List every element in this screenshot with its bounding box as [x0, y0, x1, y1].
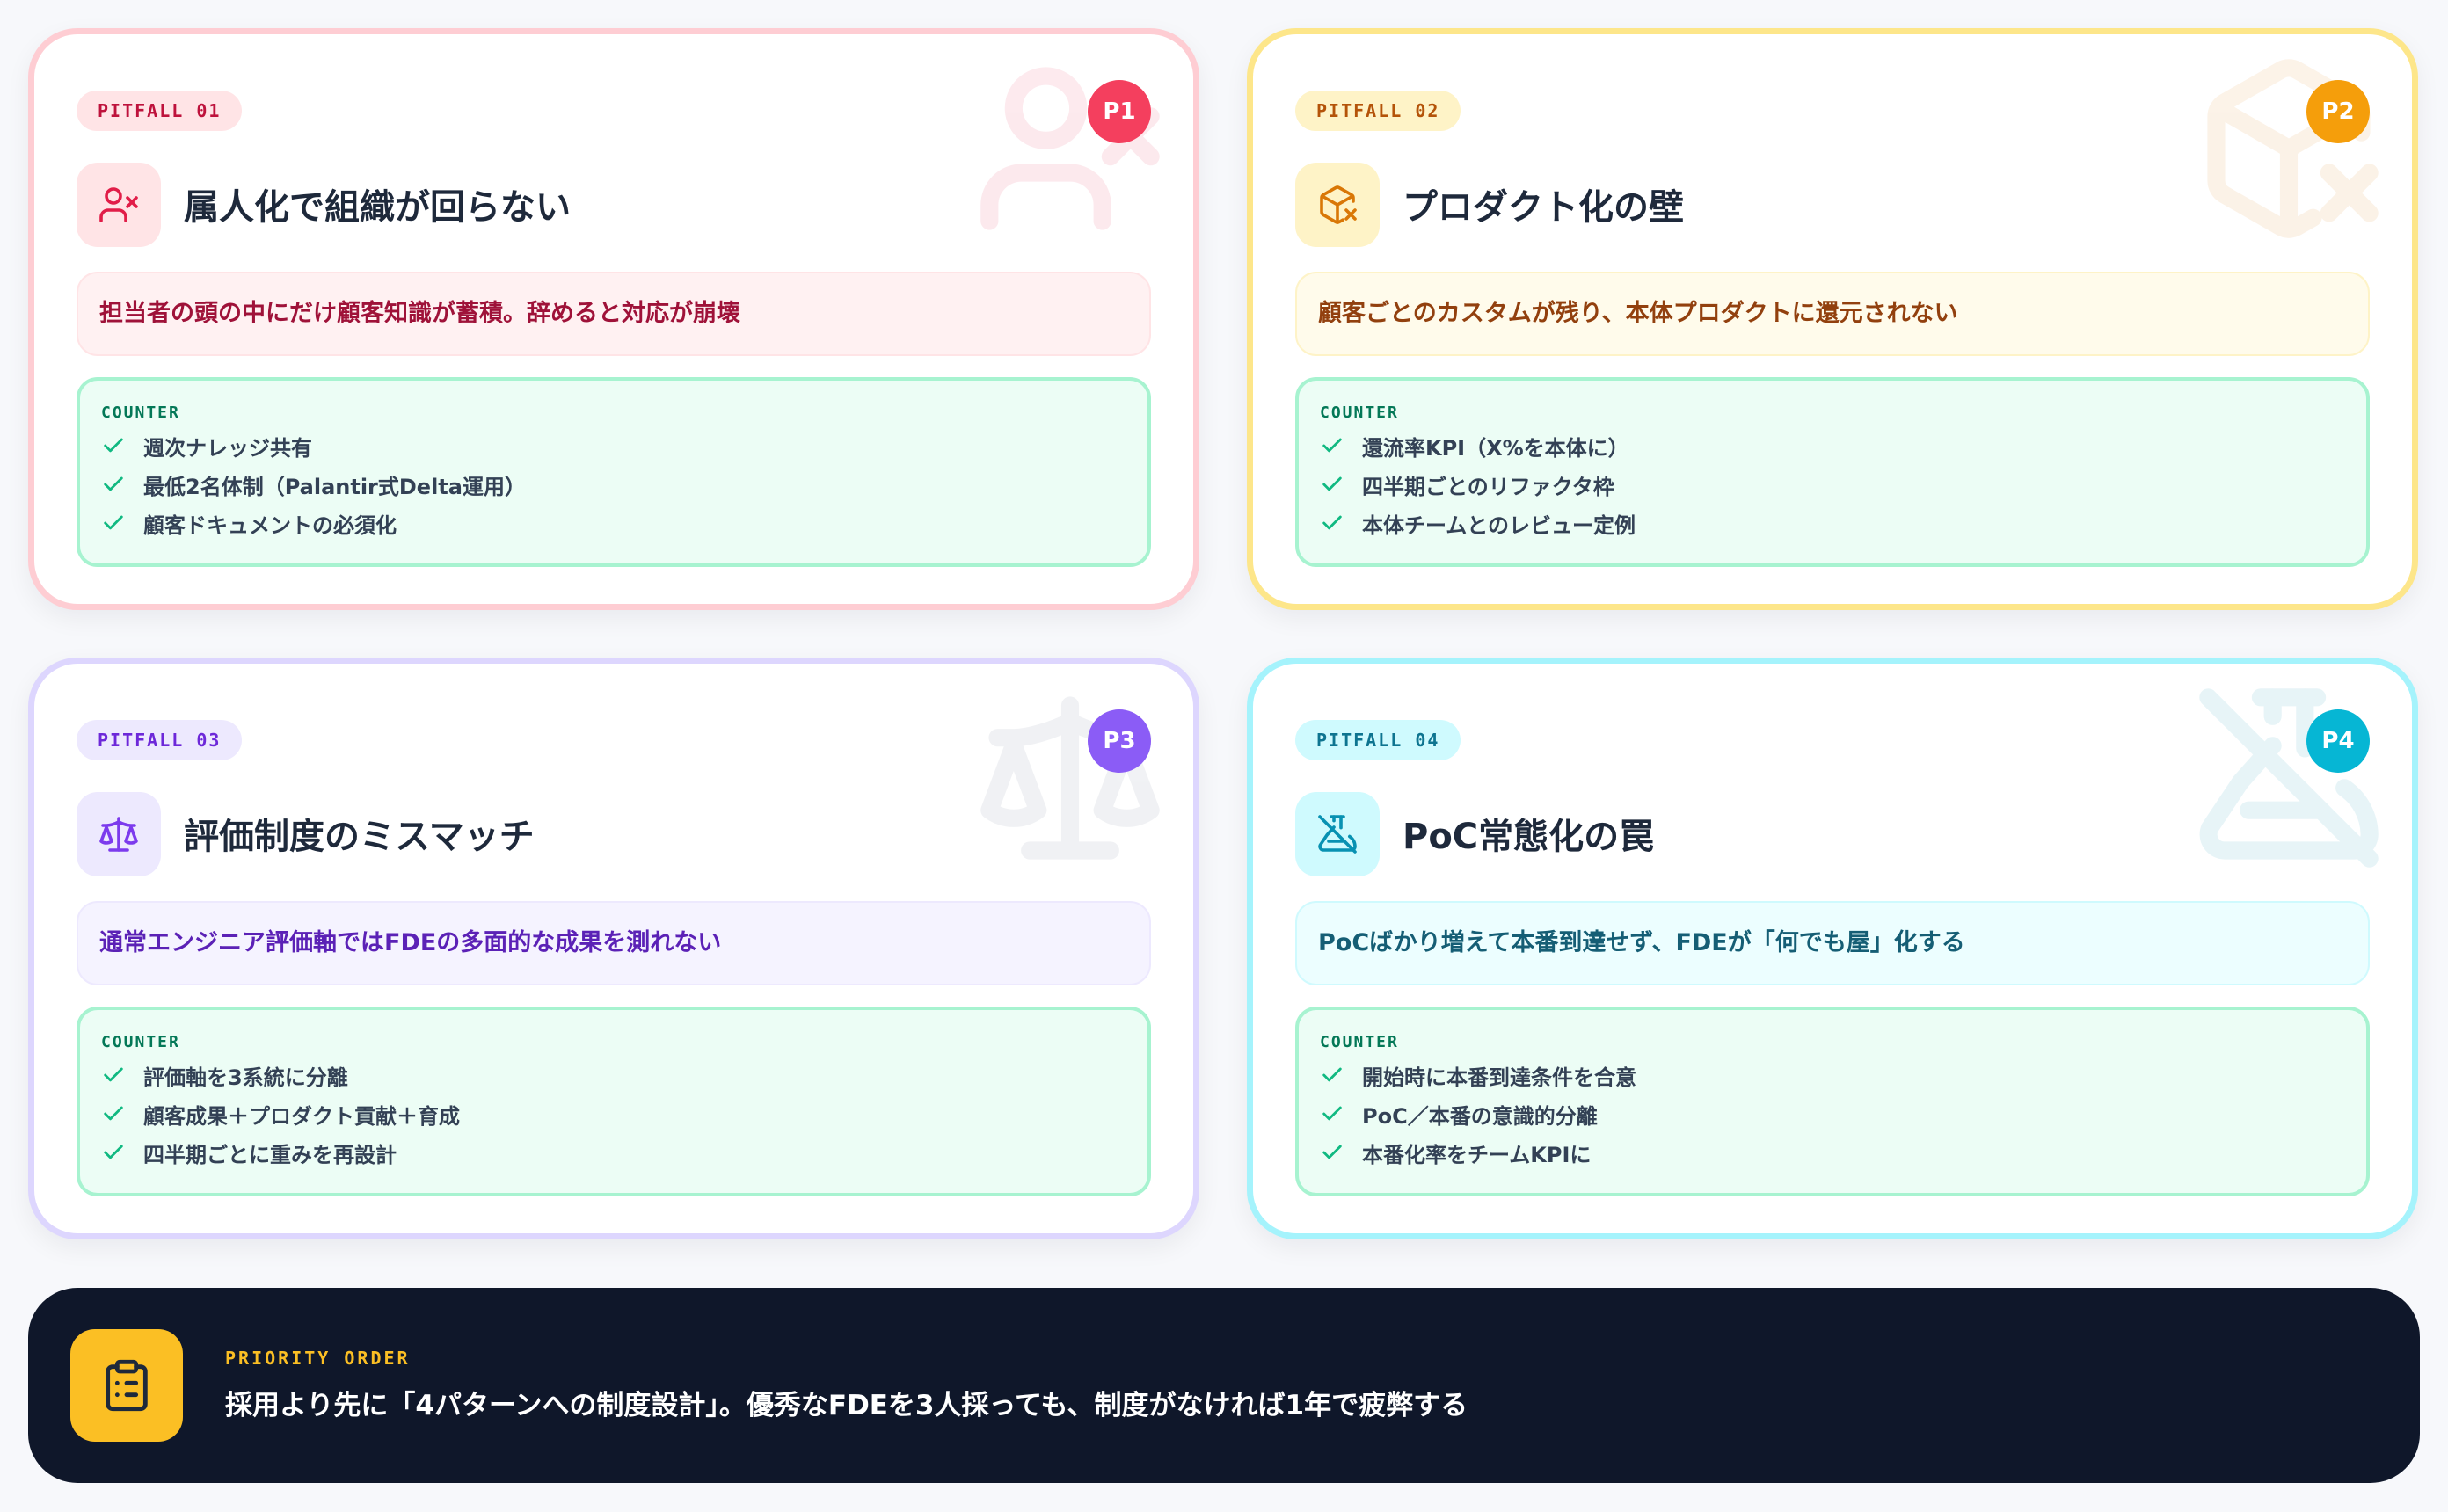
- check-icon: [104, 515, 123, 530]
- priority-text: 採用より先に「4パターンへの制度設計」。優秀なFDEを3人採っても、制度がなけれ…: [225, 1390, 1468, 1421]
- pitfall-tag: PITFALL 03: [76, 720, 243, 760]
- check-icon: [104, 438, 123, 453]
- counter-item-text: 開始時に本番到達条件を合意: [1362, 1065, 1636, 1090]
- problem-statement: PoCばかり増えて本番到達せず、FDEが「何でも屋」化する: [1295, 901, 2370, 985]
- problem-statement: 通常エンジニア評価軸ではFDEの多面的な成果を測れない: [76, 901, 1151, 985]
- check-icon: [104, 476, 123, 491]
- counter-item: 本番化率をチームKPIに: [1320, 1133, 2345, 1172]
- counter-item-text: 四半期ごとに重みを再設計: [143, 1142, 397, 1167]
- check-icon: [1322, 515, 1342, 530]
- package-x-watermark-icon: [2192, 52, 2386, 245]
- counter-item-text: 本体チームとのレビュー定例: [1362, 512, 1636, 538]
- counter-item: 顧客成果＋プロダクト貢献＋育成: [101, 1094, 1126, 1133]
- counter-item: 還流率KPI（X%を本体に）: [1320, 426, 2345, 465]
- check-icon: [1322, 1145, 1342, 1159]
- counter-box: COUNTER 還流率KPI（X%を本体に） 四半期ごとのリファクタ枠 本体チー…: [1295, 377, 2370, 567]
- counter-item-text: 四半期ごとのリファクタ枠: [1362, 474, 1614, 499]
- counter-box: COUNTER 開始時に本番到達条件を合意 PoC／本番の意識的分離 本番化率を…: [1295, 1007, 2370, 1196]
- counter-item: 評価軸を3系統に分離: [101, 1056, 1126, 1094]
- check-icon: [1322, 1067, 1342, 1082]
- counter-item-text: PoC／本番の意識的分離: [1362, 1103, 1598, 1129]
- check-icon: [104, 1067, 123, 1082]
- counter-item-text: 還流率KPI（X%を本体に）: [1362, 435, 1629, 461]
- pitfall-tag: PITFALL 01: [76, 91, 243, 131]
- pitfall-title: PoC常態化の罠: [1402, 817, 1655, 857]
- flask-off-watermark-icon: [2192, 681, 2386, 875]
- pitfall-title: 属人化で組織が回らない: [184, 187, 571, 228]
- counter-item-text: 最低2名体制（Palantir式Delta運用）: [143, 474, 526, 499]
- counter-item: 四半期ごとのリファクタ枠: [1320, 465, 2345, 504]
- flask-off-icon: [1295, 792, 1380, 876]
- pitfall-card-2: PITFALL 02 P2 プロダクト化の壁 顧客ごとのカスタムが残り、本体プロ…: [1247, 28, 2418, 610]
- counter-item-text: 評価軸を3系統に分離: [143, 1065, 348, 1090]
- pitfall-title: 評価制度のミスマッチ: [184, 817, 535, 857]
- scale-icon: [76, 792, 161, 876]
- clipboard-list-icon: [70, 1329, 183, 1442]
- check-icon: [104, 1106, 123, 1121]
- counter-item: 最低2名体制（Palantir式Delta運用）: [101, 465, 1126, 504]
- counter-item: 四半期ごとに重みを再設計: [101, 1133, 1126, 1172]
- pitfall-tag: PITFALL 02: [1295, 91, 1461, 131]
- counter-label: COUNTER: [101, 1033, 180, 1051]
- pitfall-tag: PITFALL 04: [1295, 720, 1461, 760]
- problem-statement: 担当者の頭の中にだけ顧客知識が蓄積。辞めると対応が崩壊: [76, 272, 1151, 356]
- pitfall-title: プロダクト化の壁: [1402, 187, 1684, 228]
- pitfall-card-3: PITFALL 03 P3 評価制度のミスマッチ 通常エンジニア評価軸ではFDE…: [28, 658, 1199, 1239]
- priority-badge: P4: [2306, 709, 2370, 773]
- counter-label: COUNTER: [1320, 1033, 1399, 1051]
- scale-watermark-icon: [973, 681, 1167, 875]
- priority-label: PRIORITY ORDER: [225, 1348, 411, 1369]
- counter-box: COUNTER 週次ナレッジ共有 最低2名体制（Palantir式Delta運用…: [76, 377, 1151, 567]
- counter-item: 開始時に本番到達条件を合意: [1320, 1056, 2345, 1094]
- counter-item: PoC／本番の意識的分離: [1320, 1094, 2345, 1133]
- check-icon: [1322, 438, 1342, 453]
- priority-badge: P2: [2306, 80, 2370, 143]
- counter-item-text: 顧客成果＋プロダクト貢献＋育成: [143, 1103, 460, 1129]
- pitfall-card-4: PITFALL 04 P4 PoC常態化の罠 PoCばかり増えて本番到達せず、F…: [1247, 658, 2418, 1239]
- counter-label: COUNTER: [101, 403, 180, 422]
- counter-item: 本体チームとのレビュー定例: [1320, 504, 2345, 542]
- counter-box: COUNTER 評価軸を3系統に分離 顧客成果＋プロダクト貢献＋育成 四半期ごと…: [76, 1007, 1151, 1196]
- priority-banner: PRIORITY ORDER 採用より先に「4パターンへの制度設計」。優秀なFD…: [28, 1288, 2420, 1483]
- counter-label: COUNTER: [1320, 403, 1399, 422]
- counter-item-text: 顧客ドキュメントの必須化: [143, 512, 397, 538]
- problem-statement: 顧客ごとのカスタムが残り、本体プロダクトに還元されない: [1295, 272, 2370, 356]
- priority-badge: P1: [1088, 80, 1151, 143]
- counter-item: 週次ナレッジ共有: [101, 426, 1126, 465]
- priority-badge: P3: [1088, 709, 1151, 773]
- pitfall-card-1: PITFALL 01 P1 属人化で組織が回らない 担当者の頭の中にだけ顧客知識…: [28, 28, 1199, 610]
- counter-item: 顧客ドキュメントの必須化: [101, 504, 1126, 542]
- counter-item-text: 週次ナレッジ共有: [143, 435, 312, 461]
- package-x-icon: [1295, 163, 1380, 247]
- user-x-icon: [76, 163, 161, 247]
- check-icon: [104, 1145, 123, 1159]
- counter-item-text: 本番化率をチームKPIに: [1362, 1142, 1592, 1167]
- check-icon: [1322, 1106, 1342, 1121]
- check-icon: [1322, 476, 1342, 491]
- user-x-watermark-icon: [973, 52, 1167, 245]
